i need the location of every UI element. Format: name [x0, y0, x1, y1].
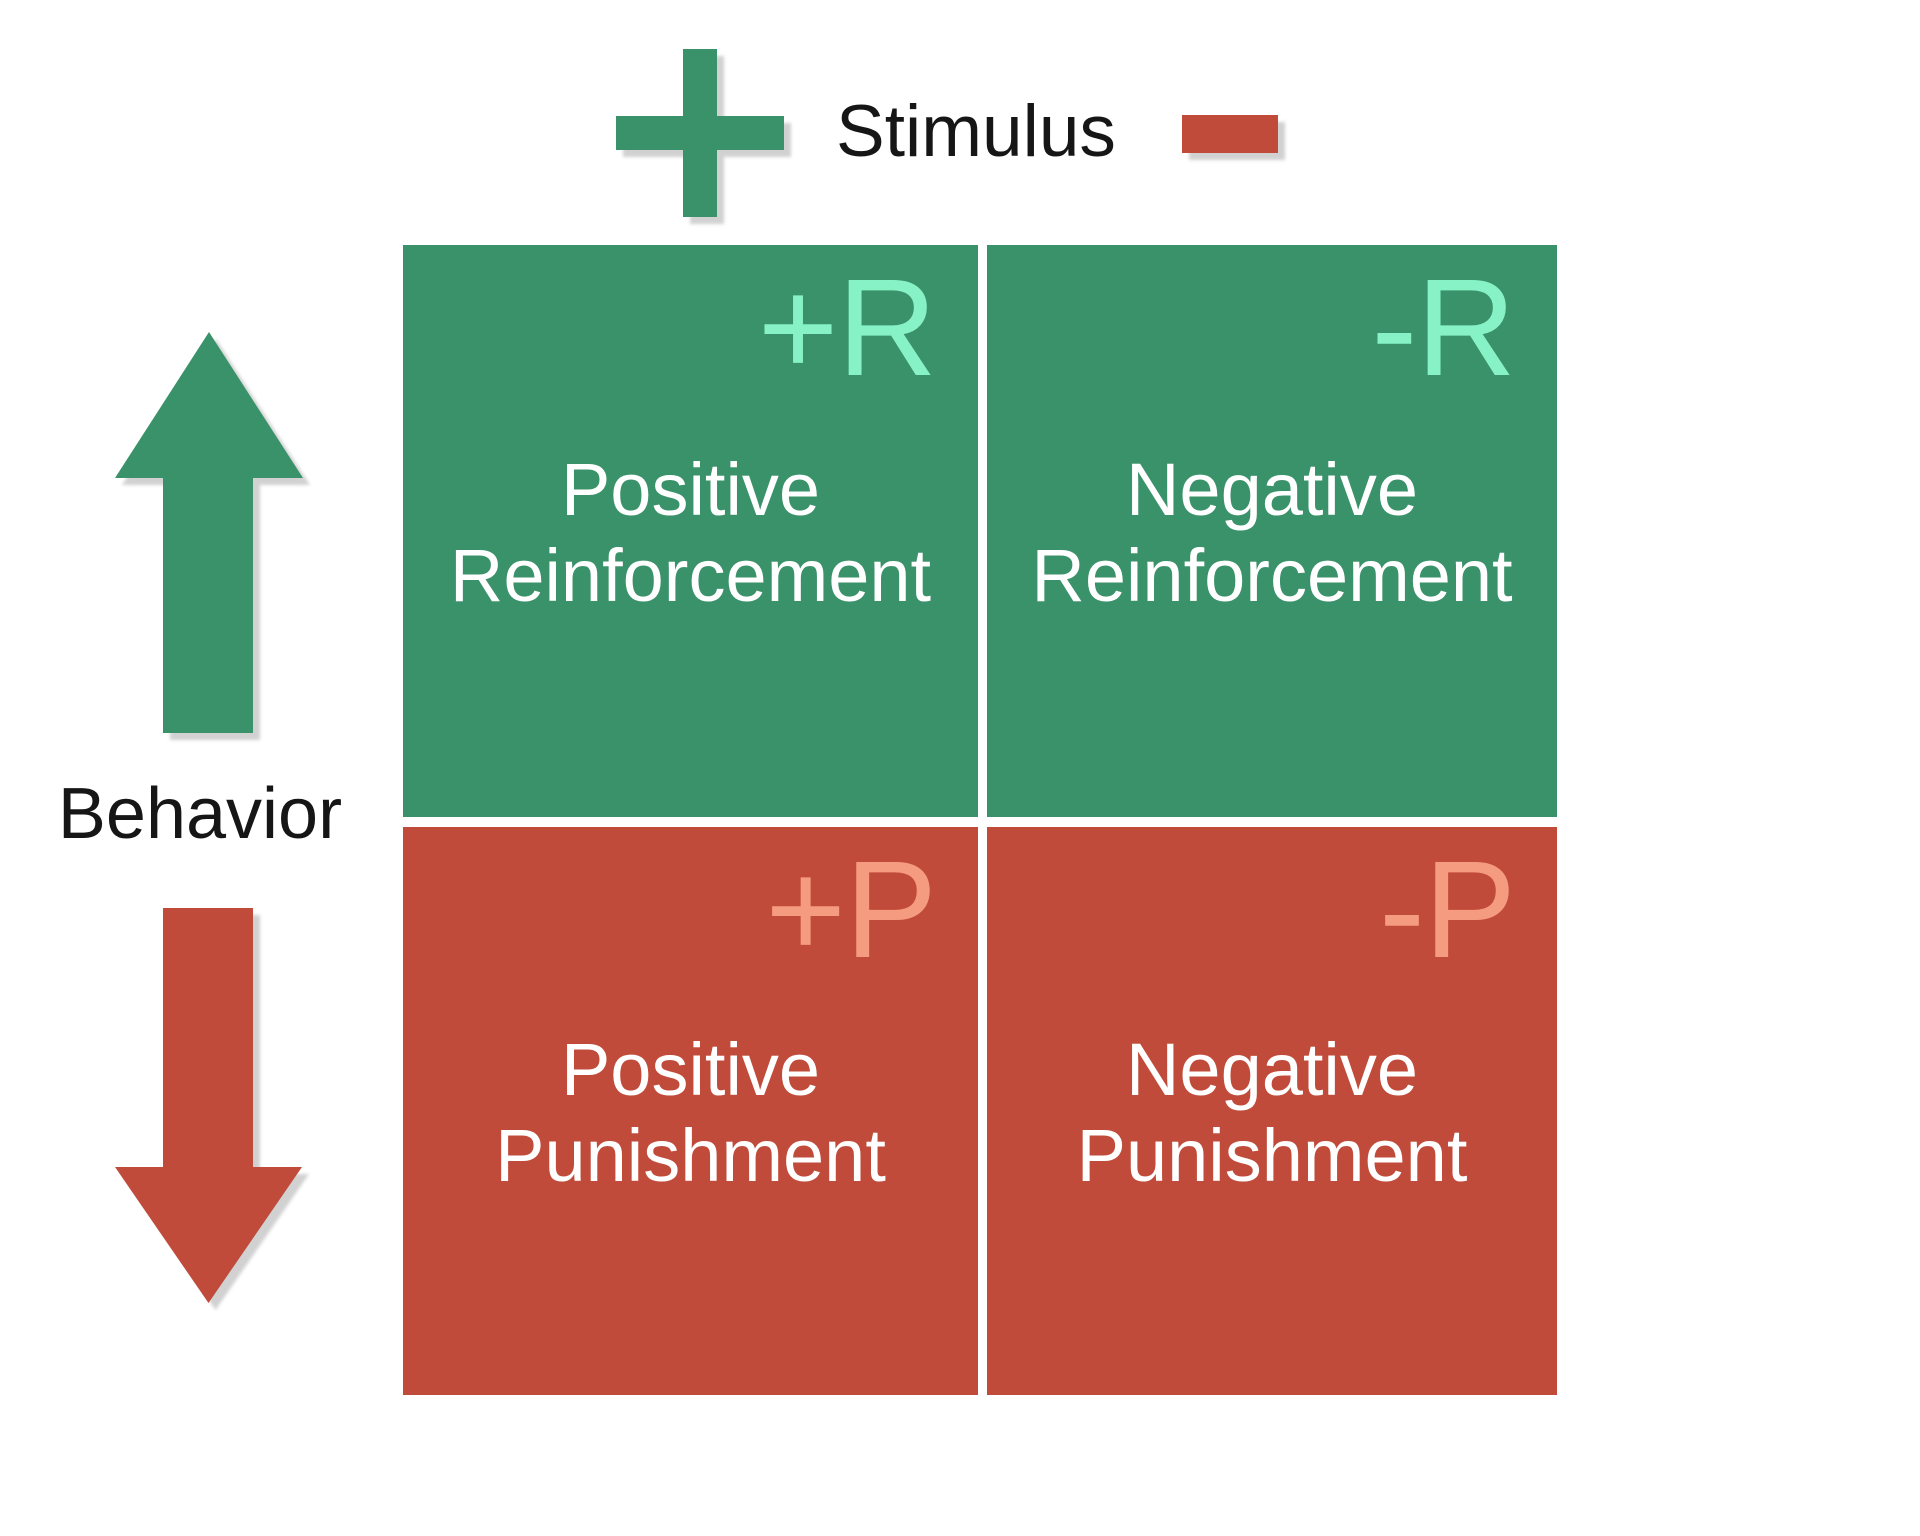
down-arrow-icon	[115, 908, 302, 1303]
quadrant-negative-punishment: -P Negative Punishment	[987, 827, 1557, 1395]
badge-positive-punishment: +P	[765, 833, 937, 987]
up-arrow-icon	[115, 332, 303, 733]
badge-positive-reinforcement: +R	[757, 251, 937, 405]
label-line: Reinforcement	[1031, 534, 1513, 617]
label-line: Punishment	[1076, 1114, 1468, 1197]
label-line: Positive	[560, 448, 821, 531]
label-line: Negative	[1125, 1028, 1419, 1111]
minus-icon	[1182, 115, 1278, 153]
plus-icon	[616, 49, 784, 217]
label-line: Punishment	[495, 1114, 886, 1197]
label-negative-reinforcement: Negative Reinforcement	[1031, 447, 1512, 619]
behavior-axis-label: Behavior	[57, 774, 343, 854]
label-positive-reinforcement: Positive Reinforcement	[450, 447, 931, 619]
stimulus-axis-label: Stimulus	[836, 91, 1116, 172]
label-line: Positive	[560, 1028, 821, 1111]
quadrant-positive-reinforcement: +R Positive Reinforcement	[403, 245, 978, 817]
label-line: Negative	[1125, 448, 1419, 531]
label-positive-punishment: Positive Punishment	[495, 1027, 886, 1199]
quadrant-grid: +R Positive Reinforcement -R Negative Re…	[403, 245, 1557, 1395]
badge-negative-reinforcement: -R	[1371, 251, 1516, 405]
quadrant-negative-reinforcement: -R Negative Reinforcement	[987, 245, 1557, 817]
badge-negative-punishment: -P	[1379, 833, 1516, 987]
label-negative-punishment: Negative Punishment	[1077, 1027, 1468, 1199]
quadrant-positive-punishment: +P Positive Punishment	[403, 827, 978, 1395]
label-line: Reinforcement	[449, 534, 932, 617]
